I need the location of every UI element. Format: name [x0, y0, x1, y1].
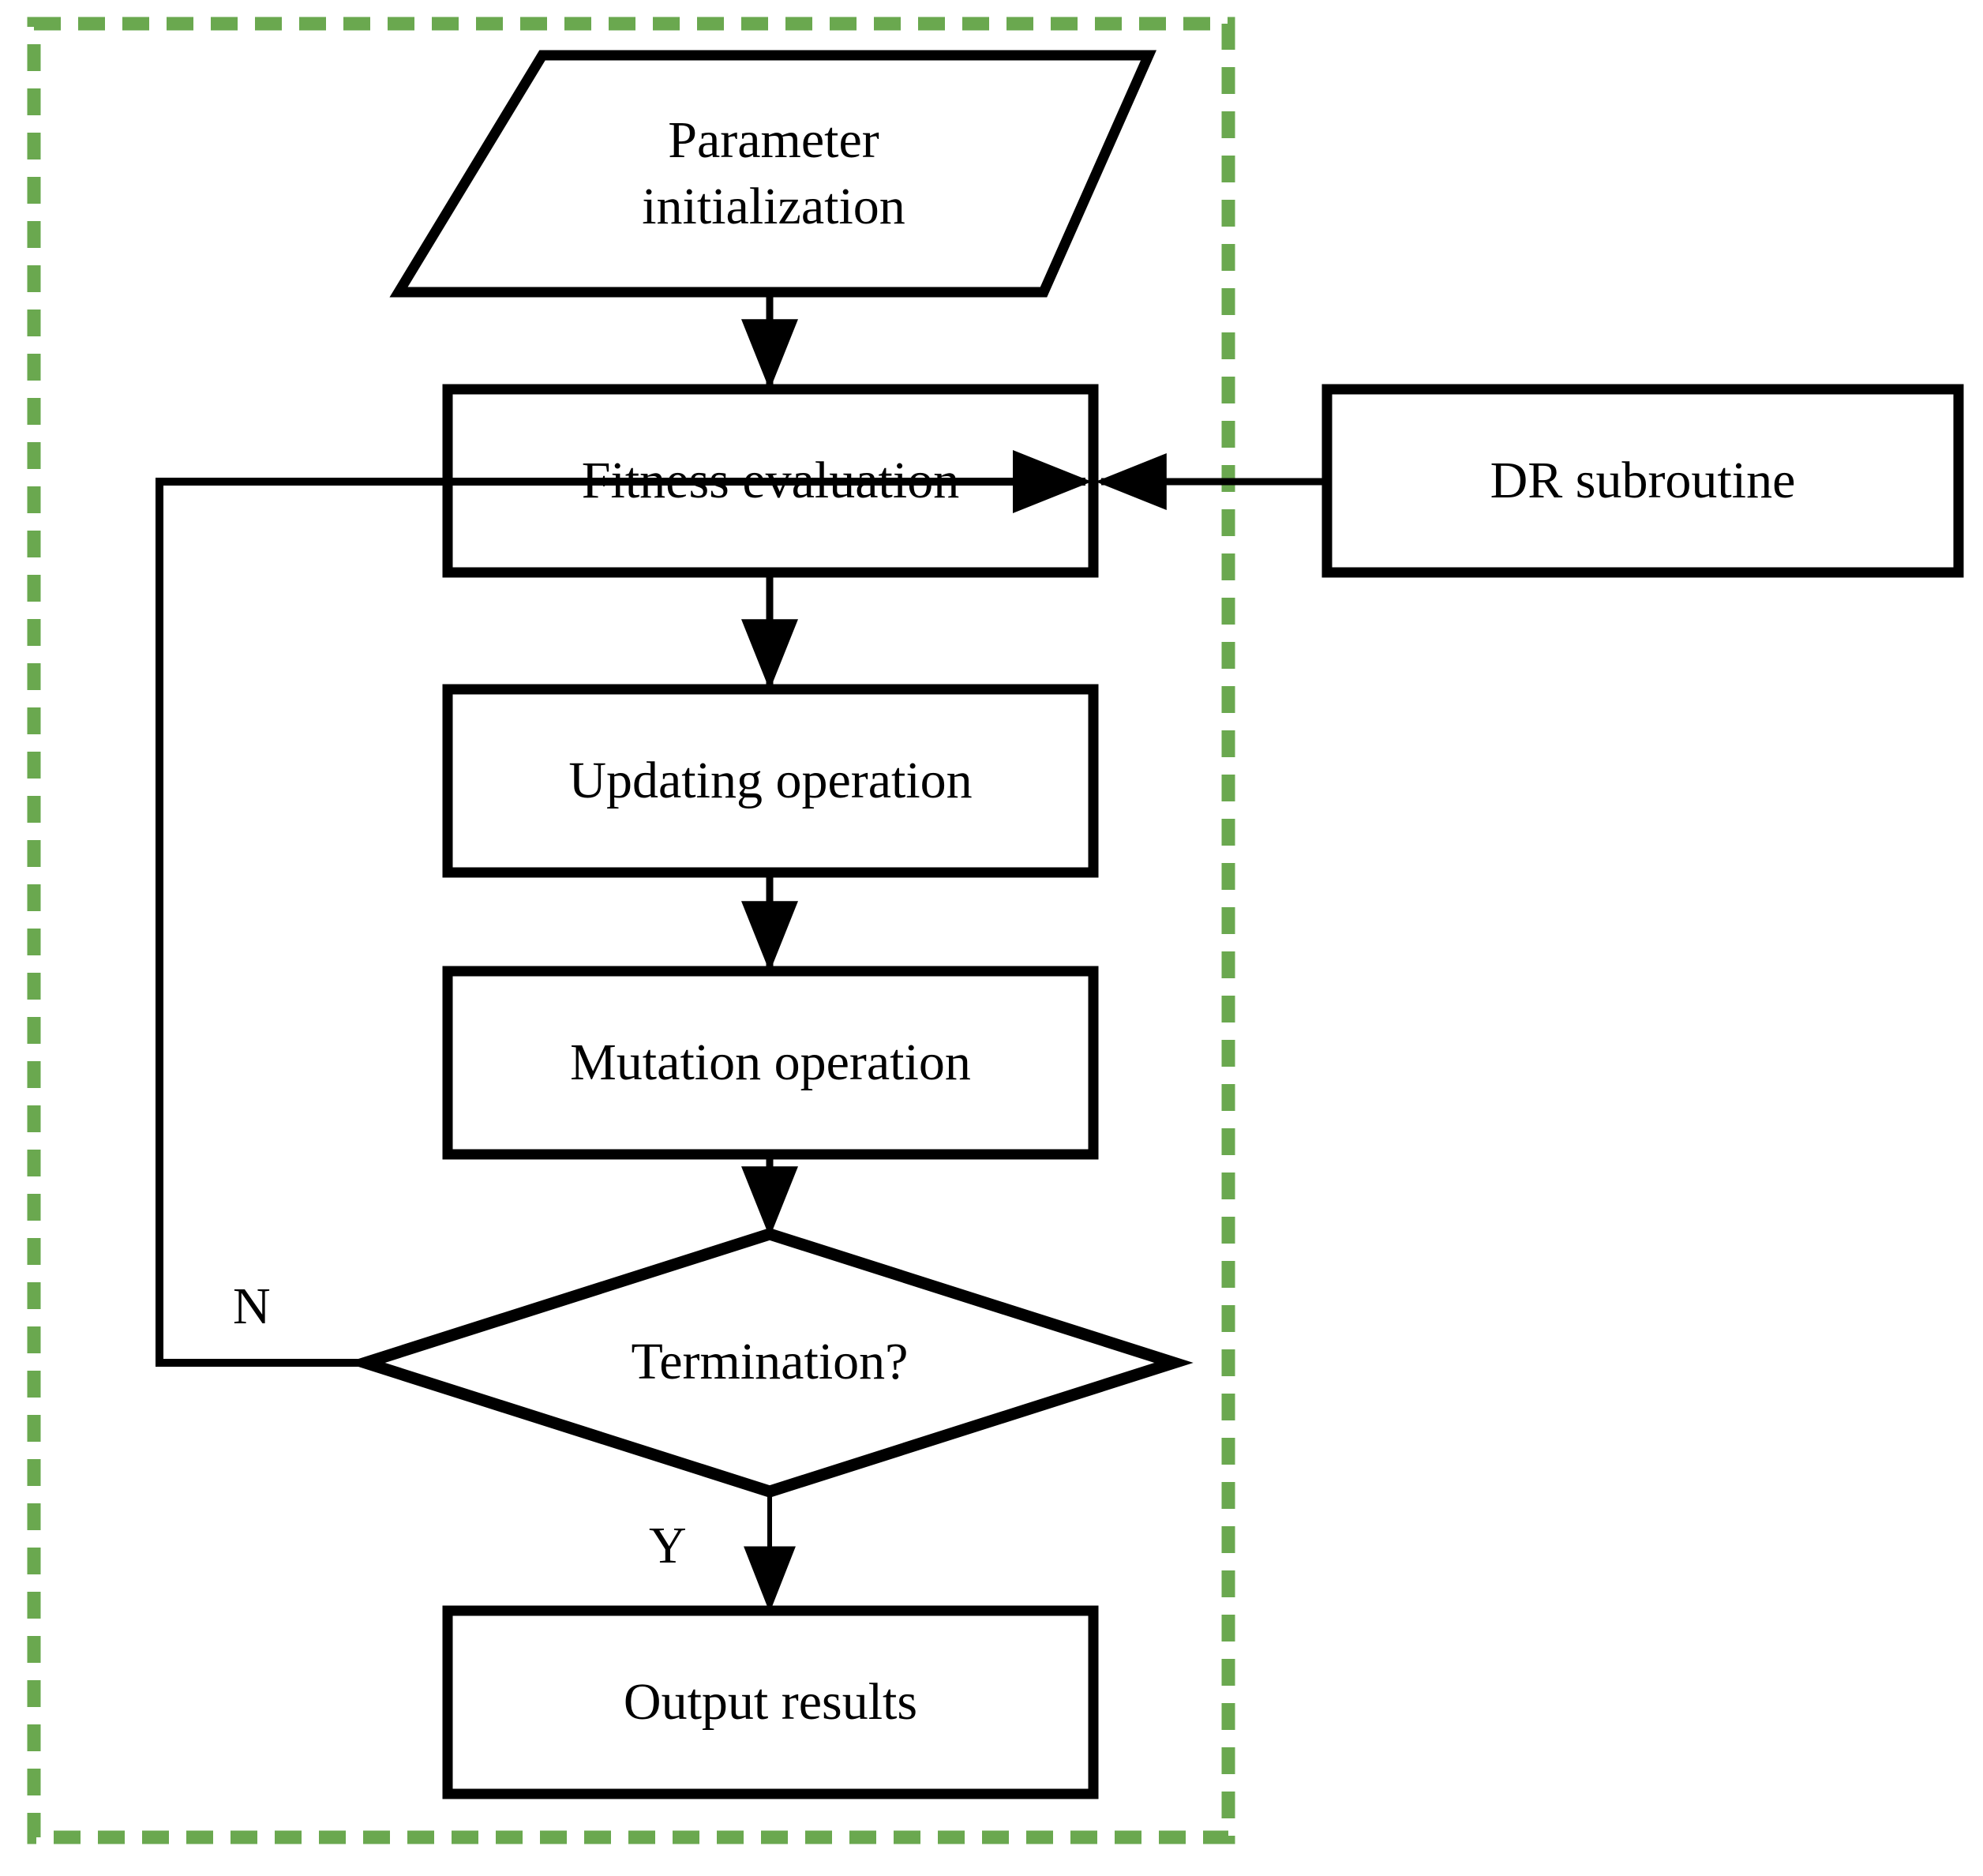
output-results-shape[interactable] [442, 1605, 1099, 1799]
parameter-initialization-shape[interactable] [389, 50, 1156, 298]
edge-label-yes: Y [649, 1517, 687, 1574]
dr-subroutine-shape[interactable] [1321, 384, 1964, 578]
termination-decision-shape[interactable] [346, 1228, 1194, 1498]
edge-label-no: N [233, 1278, 271, 1335]
mutation-operation-shape[interactable] [442, 966, 1099, 1160]
updating-operation-shape[interactable] [442, 684, 1099, 878]
edge-termination-no-loop [156, 450, 1093, 1367]
algorithm-group-border [27, 17, 1235, 1844]
